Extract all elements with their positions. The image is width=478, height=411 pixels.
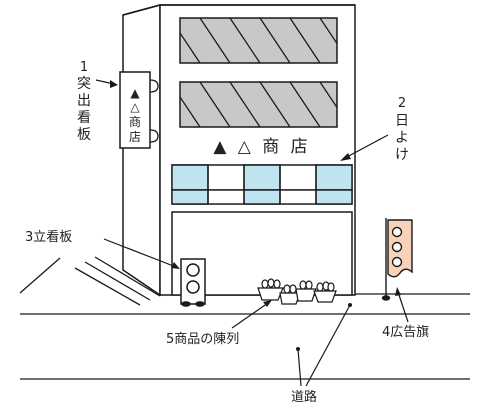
road-pointer-dot: [348, 303, 352, 307]
arrow-head-icon: [395, 287, 401, 296]
arrow-head-icon: [110, 80, 118, 88]
window-upper: [179, 17, 338, 64]
label-2-char-2: よ: [395, 130, 409, 146]
road-diagonal-1: [19, 257, 61, 294]
shop-name-sign: ▲ △ 商 店: [213, 137, 310, 157]
label-1-char-3: 看: [77, 110, 91, 126]
arrow-head-icon: [340, 153, 351, 161]
road-diagonal-4: [94, 256, 161, 297]
label-1-char-4: 板: [77, 127, 91, 143]
building: [122, 4, 356, 297]
projecting-sign-char-4: 店: [129, 130, 141, 144]
road-diagonal-3: [84, 261, 151, 301]
building-side: [122, 4, 161, 297]
projecting-sign-char-1: ▲: [130, 86, 140, 100]
projecting-sign-char-3: 商: [129, 114, 141, 129]
window-lower: [179, 81, 338, 128]
projecting-sign: ▲ △ 商 店: [119, 71, 159, 149]
label-1-char-2: 出: [77, 93, 91, 109]
label-5-text: 5商品の陳列: [166, 332, 239, 347]
merchandise-display: [257, 278, 337, 305]
label-2-char-3: け: [395, 147, 409, 163]
label-road-text: 道路: [291, 389, 317, 405]
label-awning: 2 日 よ け: [340, 96, 409, 163]
label-merchandise: 5商品の陳列: [166, 300, 272, 347]
projecting-sign-char-2: △: [130, 100, 140, 114]
label-4-text: 4広告旗: [382, 324, 429, 340]
road-pointer-dot: [296, 347, 300, 351]
label-projecting-sign: 1 突 出 看 板: [77, 60, 118, 143]
road-diagonal-2: [74, 267, 141, 306]
awning: [171, 164, 353, 205]
advertising-flag: [381, 218, 413, 301]
label-road: 道路: [291, 303, 352, 405]
label-2-number: 2: [398, 96, 406, 111]
label-2-char-1: 日: [395, 113, 409, 129]
arrow-head-icon: [171, 262, 180, 269]
label-ad-flag: 4広告旗: [382, 287, 429, 340]
arrow-head-icon: [263, 300, 272, 307]
stand-sign: [180, 258, 206, 307]
label-3-text: 3立看板: [25, 229, 72, 245]
label-1-char-1: 突: [77, 76, 91, 92]
label-stand-sign: 3立看板: [25, 229, 180, 269]
label-1-number: 1: [80, 60, 88, 75]
